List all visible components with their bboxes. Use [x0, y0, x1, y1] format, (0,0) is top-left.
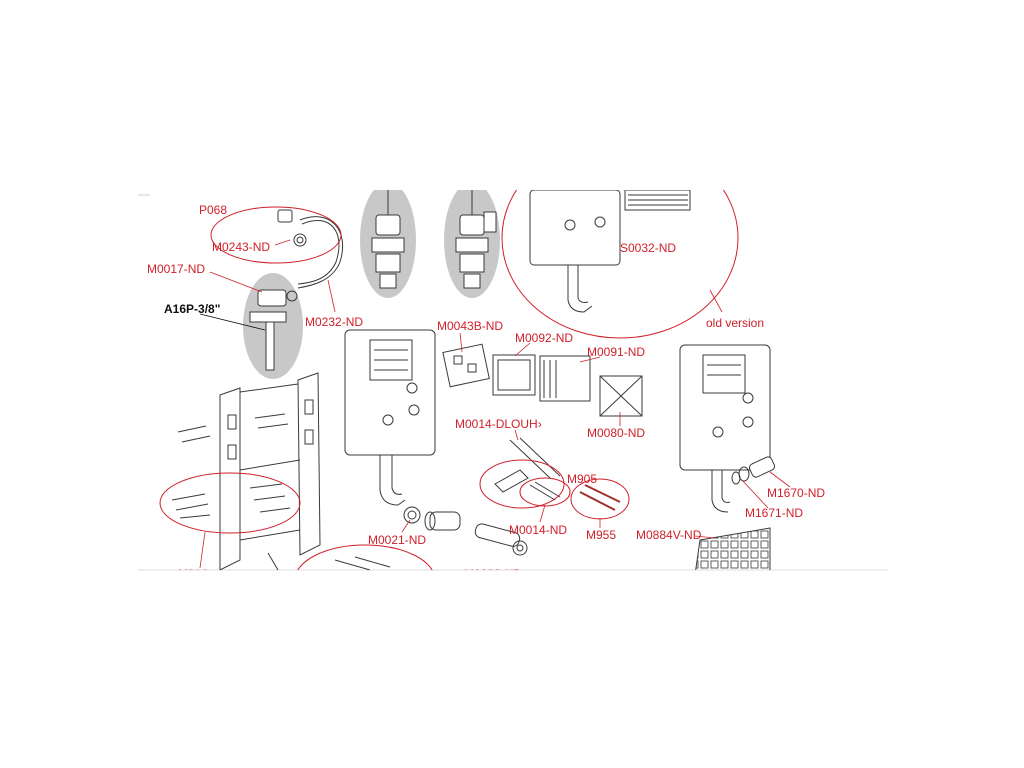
old-cistern-part: [529, 190, 691, 313]
flush-valve-mid-part: [371, 190, 405, 289]
label-m0043b: M0043B-ND: [437, 319, 503, 333]
ring-p068: [210, 206, 342, 264]
label-p068: P068: [199, 203, 227, 217]
leader-m0021: [401, 519, 411, 533]
plate-parts: [442, 343, 643, 417]
label-m0243: M0243-ND: [212, 240, 270, 254]
m905-hardware: [494, 469, 561, 501]
grille-part: [695, 527, 771, 570]
cistern-main-part: [344, 329, 436, 506]
ring-old-version: [501, 190, 739, 339]
ring-frame-screws: [159, 472, 301, 534]
m955-rods: [579, 484, 621, 511]
hose-group-part: [277, 209, 344, 289]
leader-m0043b: [459, 332, 463, 353]
bottom-rods-part: [267, 552, 391, 570]
leader-m0092: [514, 342, 531, 357]
label-m0017: M0017-ND: [147, 262, 205, 276]
right-fittings-part: [731, 456, 776, 485]
leader-m0243: [274, 239, 291, 246]
frame-screws-part: [177, 413, 289, 443]
fill-valve-part: [249, 289, 298, 371]
label-m0091: M0091-ND: [587, 345, 645, 359]
leader-frame: [199, 531, 206, 569]
label-m905: M905: [567, 472, 597, 486]
label-m0884v: M0884V-ND: [636, 528, 702, 542]
cistern-right-part: [679, 344, 771, 513]
label-m0232: M0232-ND: [305, 315, 363, 329]
leader-m0014-dlouh: [514, 429, 519, 441]
leader-m0232: [327, 279, 336, 313]
label-bottom-cut-left: M916: [178, 567, 208, 581]
label-m1670: M1670-ND: [767, 486, 825, 500]
long-rod-parts: [509, 437, 561, 479]
label-bottom-cut-mid: M0023-ND: [464, 567, 522, 581]
leader-old-version: [709, 289, 723, 313]
leader-m0091: [579, 356, 601, 363]
label-m0021: M0021-ND: [368, 533, 426, 547]
label-m0092: M0092-ND: [515, 331, 573, 345]
pipe-parts: [403, 506, 528, 556]
leader-m0014: [539, 504, 546, 523]
label-s0032: S0032-ND: [620, 241, 676, 255]
leader-a16p: [199, 313, 266, 331]
leader-m0884v: [694, 535, 716, 539]
flush-valve-right-part: [455, 190, 497, 289]
leader-m1670: [769, 471, 791, 488]
label-m1671: M1671-ND: [745, 506, 803, 520]
label-m955: M955: [586, 528, 616, 542]
ring-m905: [479, 459, 565, 509]
label-old-version: old version: [706, 316, 764, 330]
ring-m0014: [519, 477, 571, 507]
ring-bottom-rods: [297, 544, 433, 570]
label-m0014: M0014-ND: [509, 523, 567, 537]
leader-m0017: [209, 271, 263, 293]
label-m0080: M0080-ND: [587, 426, 645, 440]
ring-screws-part: [171, 483, 291, 519]
label-a16p: A16P-3/8": [164, 302, 220, 316]
leader-m1671: [741, 479, 769, 509]
mounting-frame-part: [219, 372, 321, 570]
label-m0014-dlouh: M0014-DLOUH›: [455, 417, 542, 431]
